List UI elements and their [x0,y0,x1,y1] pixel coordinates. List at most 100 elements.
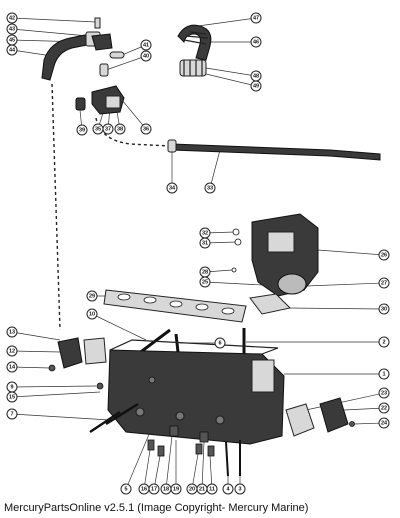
leader-line-27 [305,282,385,287]
callout-34: 34 [166,182,178,194]
callout-41: 41 [140,39,152,51]
callout-49: 49 [250,80,262,92]
callout-number-37: 37 [105,126,111,132]
callout-number-35: 35 [95,126,101,132]
callout-number-48: 48 [253,73,259,79]
elbow-rect-inset [267,231,295,253]
callout-circle-25 [199,276,211,288]
elbow-hose [41,33,93,81]
callout-number-3: 3 [238,486,241,492]
callout-circle-30 [378,303,390,315]
callout-17: 17 [148,483,160,495]
callout-circle-3 [234,483,246,495]
callout-48: 48 [250,70,262,82]
leader-line-43 [11,28,89,37]
callout-number-20: 20 [189,486,195,492]
manifold-bolt-bosses [135,376,225,425]
callout-11: 11 [206,483,218,495]
gasket-41 [109,51,125,59]
callout-circle-22 [378,402,390,414]
callout-number-21: 21 [199,486,205,492]
callout-circle-4 [222,483,234,495]
callout-30: 30 [378,303,390,315]
end-cover-22 [319,397,349,433]
callout-44: 44 [6,44,18,56]
callout-14: 14 [6,361,18,373]
bolt-4 [225,441,229,477]
callout-number-22: 22 [381,405,387,411]
leader-line-5 [125,431,151,490]
callout-circle-27 [378,277,390,289]
manifold-outlet [251,359,275,393]
callout-40: 40 [140,50,152,62]
small-washers [231,228,242,273]
callout-number-46: 46 [253,39,259,45]
callout-23: 23 [378,387,390,399]
callout-5: 5 [120,483,132,495]
leader-line-11 [209,455,213,490]
callout-47: 47 [250,12,262,24]
exhaust-manifold [107,349,285,445]
callout-circle-29 [86,290,98,302]
callout-28: 28 [199,266,211,278]
callout-number-14: 14 [9,364,16,370]
callout-36: 36 [140,123,152,135]
leader-line-47 [197,17,257,27]
callout-circle-31 [199,237,211,249]
callout-number-25: 25 [202,279,208,285]
callout-number-27: 27 [381,280,387,286]
callout-19: 19 [170,483,182,495]
callout-number-49: 49 [253,83,259,89]
leader-line-40 [105,55,147,71]
callout-number-47: 47 [253,15,259,21]
callout-number-17: 17 [151,486,157,492]
callout-number-24: 24 [381,420,388,426]
callout-39: 39 [76,124,88,136]
callout-number-23: 23 [381,390,387,396]
coiled-hose [177,24,212,77]
callout-number-40: 40 [143,53,149,59]
callout-circle-42 [6,12,18,24]
callout-6: 6 [214,337,226,349]
callout-15: 15 [6,391,18,403]
callout-number-5: 5 [124,486,127,492]
leader-line-18 [165,435,173,490]
callout-number-44: 44 [9,47,16,53]
callout-25: 25 [199,276,211,288]
callout-number-36: 36 [143,126,149,132]
callout-46: 46 [250,36,262,48]
callout-24: 24 [378,417,390,429]
elbow-outlet [277,273,307,295]
callout-42: 42 [6,12,18,24]
callout-20: 20 [186,483,198,495]
hose-end-fitting [167,139,177,153]
callout-number-32: 32 [202,230,208,236]
callout-circle-5 [120,483,132,495]
callout-circle-37 [102,123,114,135]
callout-number-11: 11 [209,486,215,492]
leader-line-30 [287,307,385,310]
callout-circle-49 [250,80,262,92]
leader-line-26 [317,249,385,256]
leader-line-36 [121,99,147,130]
callout-number-2: 2 [382,339,385,345]
callout-circle-43 [6,23,18,35]
callout-number-28: 28 [202,269,208,275]
leader-line-12 [11,350,61,353]
callout-number-4: 4 [226,486,230,492]
leader-line-16 [143,449,151,490]
callout-1: 1 [378,368,390,380]
callout-22: 22 [378,402,390,414]
callout-circle-40 [140,50,152,62]
callout-circle-17 [148,483,160,495]
callout-circle-13 [6,326,18,338]
callout-number-30: 30 [381,306,387,312]
callout-35: 35 [92,123,104,135]
leader-line-20 [191,453,199,490]
callout-circle-36 [140,123,152,135]
leader-line-23 [305,392,385,411]
callout-number-29: 29 [89,293,95,299]
callout-16: 16 [138,483,150,495]
callout-12: 12 [6,345,18,357]
